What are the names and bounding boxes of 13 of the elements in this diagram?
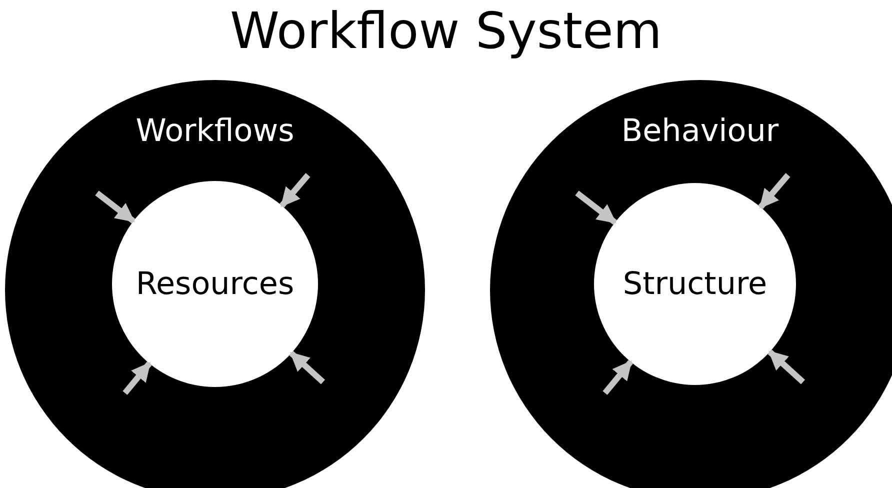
arrow: [575, 190, 617, 225]
circle-label: Workflows: [134, 116, 296, 147]
arrow: [289, 351, 326, 384]
circle-label: Structure: [622, 268, 768, 300]
circle-label: Behaviour: [620, 116, 780, 147]
arrow: [768, 350, 806, 384]
arrow: [95, 190, 136, 224]
arrow: [758, 173, 790, 210]
circle-label: Resources: [136, 268, 294, 300]
title: Workflow System: [229, 6, 663, 56]
arrow: [602, 360, 633, 395]
arrow: [280, 173, 310, 208]
arrow: [122, 362, 152, 395]
